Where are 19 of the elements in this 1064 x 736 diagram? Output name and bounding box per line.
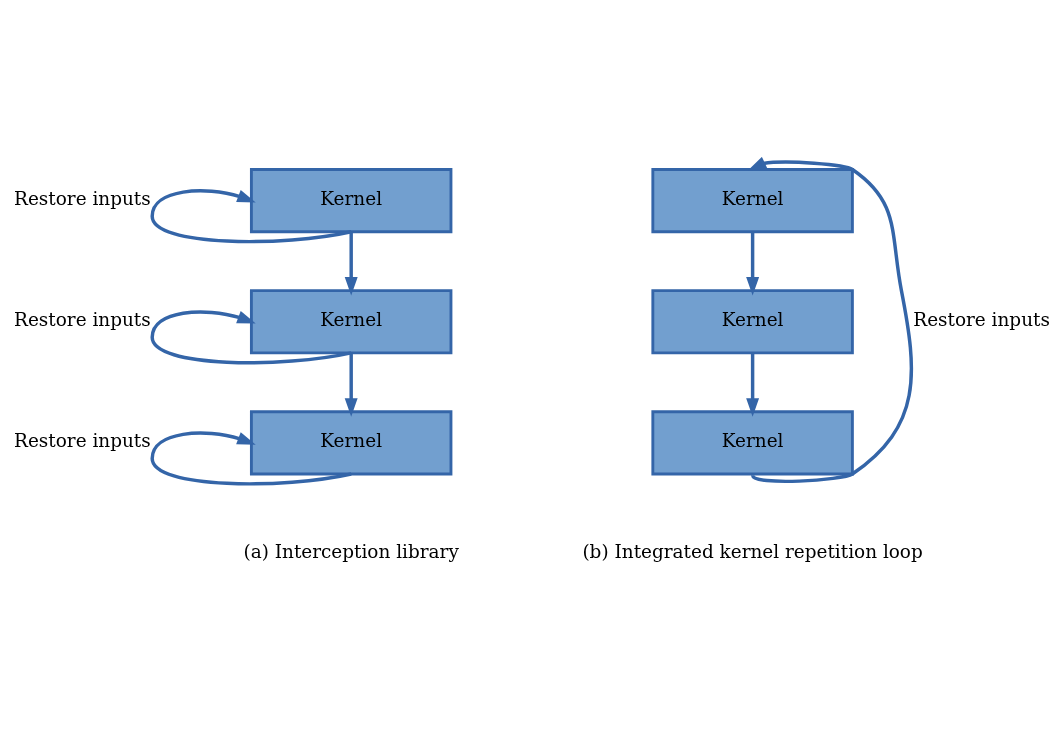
- node-box: Kernel: [651, 289, 854, 355]
- node-box: Kernel: [249, 410, 453, 476]
- label: (b) Integrated kernel repetition loop: [582, 541, 923, 563]
- label: (a) Interception library: [243, 541, 459, 563]
- arrow: [746, 353, 760, 417]
- edge-label: Restore inputs: [14, 309, 151, 331]
- edge-label: Restore inputs: [14, 430, 151, 452]
- arrow: [747, 157, 914, 484]
- edge-label: Restore inputs: [913, 309, 1050, 331]
- arrow: [344, 353, 358, 417]
- edge-label: Restore inputs: [14, 188, 151, 210]
- node-box: Kernel: [249, 168, 453, 234]
- arrow: [150, 189, 352, 244]
- node-box: Kernel: [249, 289, 453, 355]
- arrow: [746, 232, 760, 296]
- node-box: Kernel: [651, 410, 854, 476]
- arrow: [150, 310, 352, 365]
- node-box: Kernel: [651, 168, 854, 234]
- arrow: [344, 232, 358, 296]
